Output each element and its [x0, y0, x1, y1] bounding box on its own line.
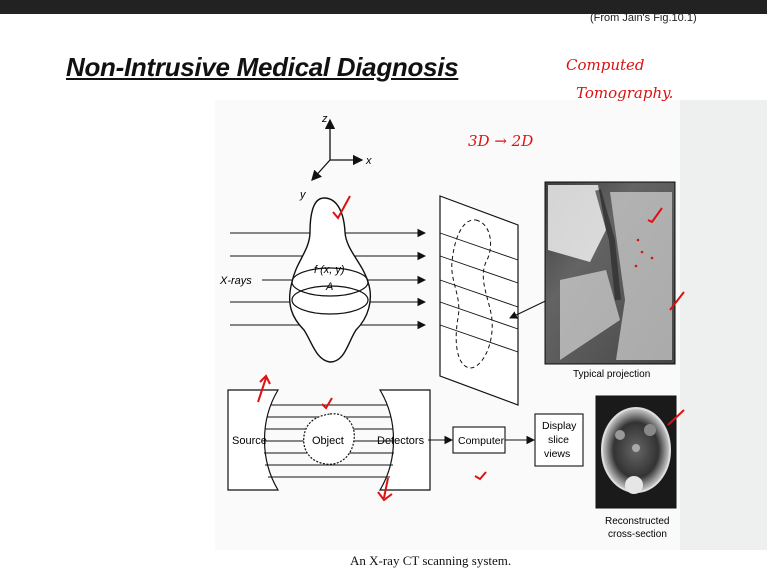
typical-projection-image: [545, 182, 675, 364]
display-line3: views: [544, 448, 570, 460]
annotation-dimension: 3D → 2D: [468, 132, 533, 150]
projection-caption: Typical projection: [573, 369, 650, 380]
display-line1: Display: [542, 420, 577, 432]
reconstructed-image: [596, 396, 676, 508]
detectors-label: Detectors: [377, 435, 425, 447]
figure-caption: An X-ray CT scanning system.: [350, 553, 511, 569]
display-line2: slice: [548, 434, 569, 446]
object-label: Object: [312, 435, 344, 447]
reconstructed-line1: Reconstructed: [605, 516, 669, 527]
scan-margin: [680, 100, 767, 550]
function-label: f (x, y): [314, 264, 345, 276]
source-label: Source: [232, 435, 267, 447]
computer-label: Computer: [458, 435, 505, 447]
axis-z-label: z: [321, 113, 328, 125]
area-label: A: [325, 281, 333, 293]
axis-x-label: x: [365, 155, 372, 167]
xrays-label: X-rays: [219, 275, 252, 287]
annotation-tomography: Tomography.: [576, 84, 673, 102]
reconstructed-line2: cross-section: [608, 529, 667, 540]
annotation-computed: Computed: [566, 56, 645, 74]
